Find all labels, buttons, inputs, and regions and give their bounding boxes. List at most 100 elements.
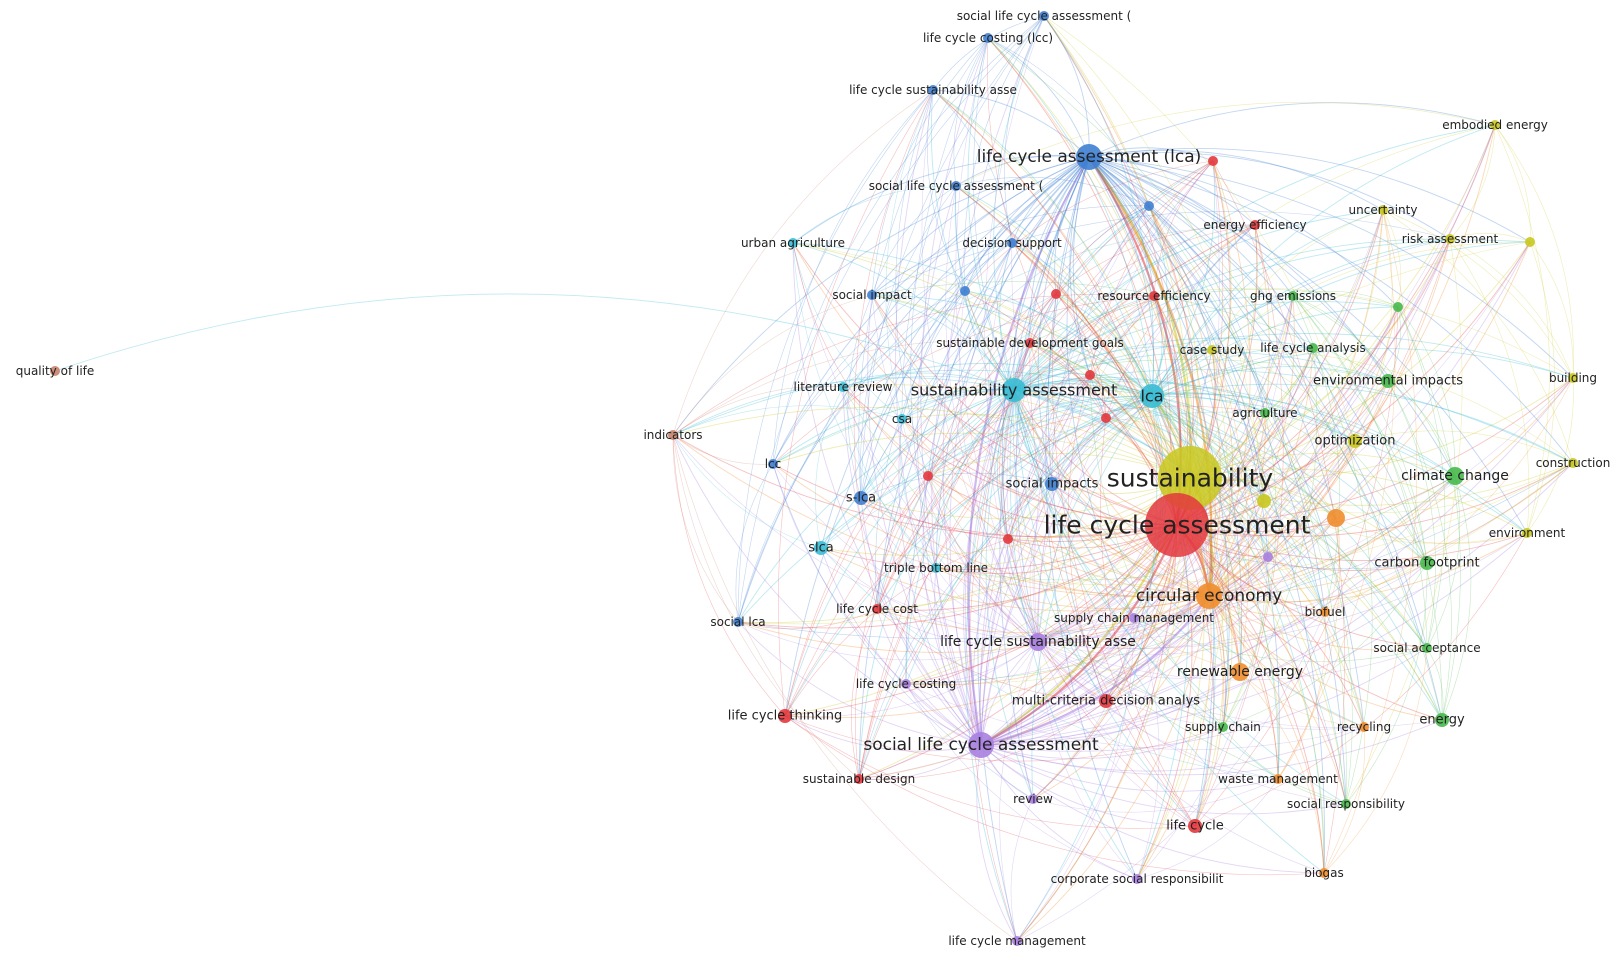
node-lcsa-blue[interactable] bbox=[928, 85, 938, 95]
node-climate[interactable] bbox=[1446, 467, 1464, 485]
node-extra-red3[interactable] bbox=[1085, 370, 1095, 380]
edge-lca_paren-lc_mgmt bbox=[977, 156, 1090, 942]
node-quality[interactable] bbox=[50, 366, 60, 376]
node-energy-eff[interactable] bbox=[1250, 220, 1260, 230]
node-tbl[interactable] bbox=[931, 563, 941, 573]
node-slca-top2[interactable] bbox=[951, 181, 961, 191]
node-lc-analysis[interactable] bbox=[1308, 343, 1318, 353]
node-s-lca[interactable] bbox=[854, 491, 868, 505]
node-biogas[interactable] bbox=[1319, 868, 1329, 878]
node-construction[interactable] bbox=[1568, 458, 1578, 468]
node-lc-mgmt[interactable] bbox=[1012, 936, 1022, 946]
node-extra-green1[interactable] bbox=[1393, 302, 1403, 312]
node-ghg[interactable] bbox=[1288, 291, 1298, 301]
edge-circular-building bbox=[1208, 377, 1574, 597]
edge-slca_main-risk bbox=[980, 238, 1451, 746]
edge-extra_red5-urban bbox=[792, 242, 929, 477]
node-slca-main[interactable] bbox=[968, 732, 994, 758]
edge-uncertainty-building bbox=[1382, 209, 1574, 379]
node-embodied[interactable] bbox=[1490, 120, 1500, 130]
edge-decision-renewable bbox=[1011, 242, 1241, 673]
edge-lca_short-uncertainty bbox=[1151, 209, 1384, 397]
node-case-study[interactable] bbox=[1207, 345, 1217, 355]
node-csr[interactable] bbox=[1132, 874, 1142, 884]
node-energy[interactable] bbox=[1435, 713, 1449, 727]
node-agriculture[interactable] bbox=[1260, 408, 1270, 418]
node-carbon[interactable] bbox=[1420, 556, 1434, 570]
node-mcda[interactable] bbox=[1099, 694, 1113, 708]
node-extra-red2[interactable] bbox=[1051, 289, 1061, 299]
node-sust-design[interactable] bbox=[854, 774, 864, 784]
node-extra-blue2[interactable] bbox=[960, 286, 970, 296]
edge-lca_paren-extra_blue2 bbox=[964, 156, 1090, 292]
edge-lca_paren-building bbox=[1088, 156, 1574, 379]
edge-lca_short-lcsa_blue bbox=[932, 89, 1153, 397]
node-extra-orange1[interactable] bbox=[1327, 509, 1345, 527]
node-extra-red4[interactable] bbox=[1101, 413, 1111, 423]
node-social-accept[interactable] bbox=[1422, 643, 1432, 653]
node-decision[interactable] bbox=[1007, 238, 1017, 248]
node-social-resp[interactable] bbox=[1341, 799, 1351, 809]
node-extra-purple1[interactable] bbox=[1263, 552, 1273, 562]
node-extra-yellow1[interactable] bbox=[1257, 494, 1271, 508]
node-building[interactable] bbox=[1568, 373, 1578, 383]
label-env-impacts: environmental impacts bbox=[1313, 374, 1463, 389]
node-renewable[interactable] bbox=[1231, 663, 1249, 681]
node-indicators[interactable] bbox=[668, 430, 678, 440]
node-risk[interactable] bbox=[1445, 234, 1455, 244]
node-extra-blue1[interactable] bbox=[1144, 201, 1154, 211]
edge-lca_paren-slca_short bbox=[820, 156, 1090, 549]
node-review[interactable] bbox=[1028, 794, 1038, 804]
node-waste[interactable] bbox=[1273, 774, 1283, 784]
node-environment[interactable] bbox=[1522, 528, 1532, 538]
node-social-lca[interactable] bbox=[733, 617, 743, 627]
node-recycling[interactable] bbox=[1359, 722, 1369, 732]
node-lc-thinking[interactable] bbox=[778, 709, 792, 723]
node-optimization[interactable] bbox=[1348, 434, 1362, 448]
node-lit-review[interactable] bbox=[838, 382, 848, 392]
node-lcc-paren[interactable] bbox=[983, 33, 993, 43]
edge-agriculture-supply_chain bbox=[1222, 412, 1277, 728]
label-lc-mgmt: life cycle management bbox=[948, 934, 1086, 948]
node-lca-short[interactable] bbox=[1140, 384, 1164, 408]
edge-slca_main-social_impact bbox=[867, 294, 982, 746]
node-biofuel[interactable] bbox=[1320, 607, 1330, 617]
node-social-impacts[interactable] bbox=[1045, 477, 1059, 491]
node-lc-cost[interactable] bbox=[872, 604, 882, 614]
node-sust-assess[interactable] bbox=[1002, 378, 1026, 402]
node-extra-yellow2[interactable] bbox=[1525, 237, 1535, 247]
edge-slca_main-life_cycle bbox=[980, 744, 1196, 827]
node-sdg[interactable] bbox=[1025, 338, 1035, 348]
edge-lca_paren-extra_red2 bbox=[1054, 156, 1090, 295]
node-lca-paren[interactable] bbox=[1076, 144, 1102, 170]
edge-embodied-risk bbox=[1449, 124, 1496, 240]
node-lcc[interactable] bbox=[768, 459, 778, 469]
node-lcsa[interactable] bbox=[1029, 633, 1047, 651]
node-extra-red6[interactable] bbox=[1003, 534, 1013, 544]
node-urban[interactable] bbox=[788, 238, 798, 248]
edge-circular-biogas bbox=[1208, 595, 1325, 874]
edge-circular-lc_costing bbox=[905, 595, 1210, 686]
edge-slca_top1-s_lca bbox=[860, 15, 1045, 499]
node-circular[interactable] bbox=[1196, 583, 1222, 609]
edge-circular-environment bbox=[1208, 532, 1528, 603]
label-risk: risk assessment bbox=[1402, 232, 1499, 246]
node-resource-eff[interactable] bbox=[1149, 291, 1159, 301]
node-slca-top1[interactable] bbox=[1039, 11, 1049, 21]
node-scm[interactable] bbox=[1129, 613, 1139, 623]
node-lc-costing[interactable] bbox=[901, 679, 911, 689]
node-uncertainty[interactable] bbox=[1378, 205, 1388, 215]
node-supply-chain[interactable] bbox=[1218, 722, 1228, 732]
node-extra-red1[interactable] bbox=[1208, 156, 1218, 166]
node-lca-main[interactable] bbox=[1145, 493, 1209, 557]
node-social-impact[interactable] bbox=[867, 290, 877, 300]
node-life-cycle[interactable] bbox=[1188, 819, 1202, 833]
edge-lca_short-urban bbox=[792, 242, 1153, 397]
node-slca-short[interactable] bbox=[814, 541, 828, 555]
node-extra-red5[interactable] bbox=[923, 471, 933, 481]
edge-slca_main-slca_top2 bbox=[916, 185, 982, 746]
edge-lca_paren-recycling bbox=[1088, 156, 1365, 728]
node-env-impacts[interactable] bbox=[1381, 374, 1395, 388]
node-csa[interactable] bbox=[897, 414, 907, 424]
edge-sust_assess-decision bbox=[999, 242, 1015, 391]
